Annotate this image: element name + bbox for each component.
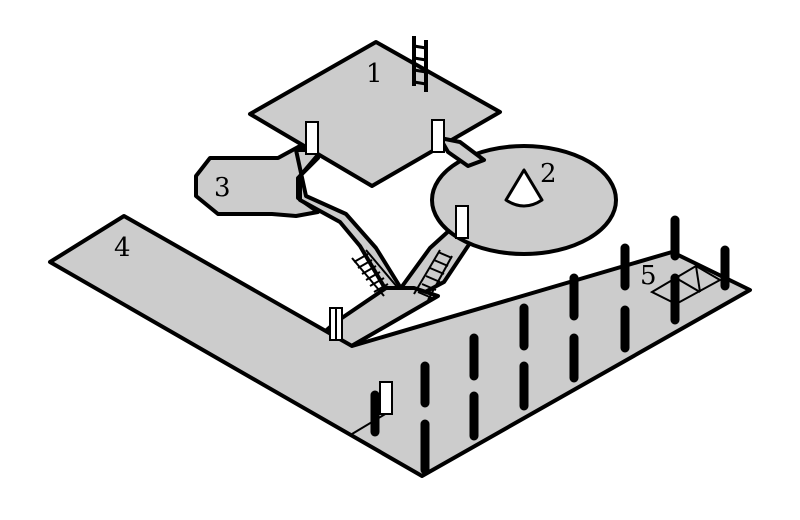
door-room-1-west: [305, 121, 319, 155]
room-3-label: 3: [214, 173, 231, 203]
room-2-label: 2: [540, 159, 557, 189]
pillar-row: [370, 215, 730, 475]
room-4-and-hall-floor: [48, 214, 752, 478]
room-5-label: 5: [640, 261, 657, 291]
cone-icon: [504, 168, 544, 208]
ladder-icon: [412, 36, 428, 92]
room-4-label: 4: [114, 233, 131, 263]
door-hall: [379, 381, 393, 415]
door-room-2: [455, 205, 469, 239]
staircase-east: [413, 249, 453, 301]
passage-1-2: [438, 136, 486, 168]
door-room-4: [329, 307, 343, 341]
door-room-1-east: [431, 119, 445, 153]
trapdoor: [649, 264, 723, 306]
staircase-west: [351, 249, 399, 297]
room-1-label: 1: [366, 59, 383, 89]
